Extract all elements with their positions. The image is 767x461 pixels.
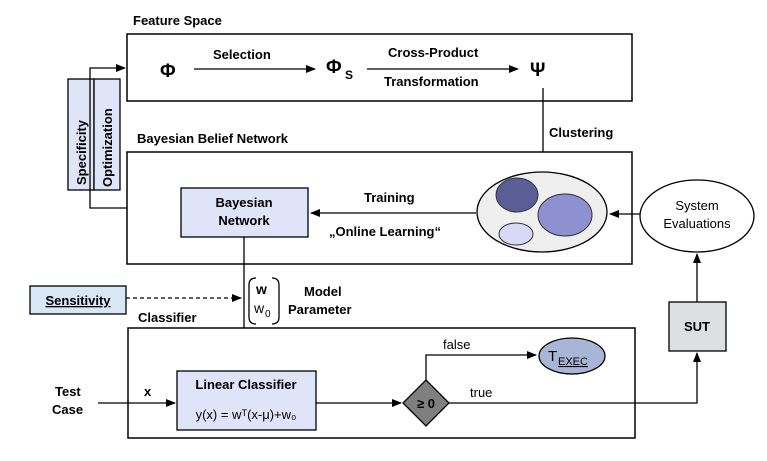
phi-symbol: Φ xyxy=(160,61,176,82)
bayesian-network-line1: Bayesian xyxy=(215,195,272,210)
linear-classifier-box xyxy=(176,370,317,431)
vector-bracket-right xyxy=(271,277,280,325)
bayesian-network-box xyxy=(180,187,309,238)
linear-classifier-formula: y(x) = wᵀ(x-μ)+w₀ xyxy=(196,407,297,422)
decision-label: ≥ 0 xyxy=(417,396,435,411)
vector-w0-subscript: 0 xyxy=(265,309,271,320)
false-label: false xyxy=(443,337,470,352)
texec-ellipse xyxy=(538,337,606,375)
optimization-loop-arrow xyxy=(89,64,127,209)
sensitivity-box xyxy=(29,285,127,315)
vector-w0: w xyxy=(253,300,265,316)
specificity-label: Specificity xyxy=(74,119,89,185)
feature-space-title: Feature Space xyxy=(133,13,222,28)
test-case-line2: Case xyxy=(52,402,83,417)
sut-box xyxy=(668,301,727,352)
test-case-line1: Test xyxy=(55,384,81,399)
optimization-box xyxy=(93,78,121,191)
model-label: Model xyxy=(304,284,342,299)
selection-label: Selection xyxy=(213,47,271,62)
online-learning-label: „Online Learning“ xyxy=(329,224,441,239)
cluster-dark xyxy=(495,177,539,213)
sensitivity-label: Sensitivity xyxy=(45,293,111,308)
texec-label: T xyxy=(548,348,557,365)
clustering-label: Clustering xyxy=(549,125,613,140)
phi-s-symbol: Φ xyxy=(326,57,342,78)
texec-subscript: EXEC xyxy=(558,356,588,368)
phi-s-subscript: S xyxy=(345,68,353,82)
true-arrow xyxy=(449,352,701,404)
feature-space-box xyxy=(126,33,633,102)
psi-symbol: Ψ xyxy=(530,60,545,81)
sut-label: SUT xyxy=(684,319,710,334)
cross-product-label: Cross-Product xyxy=(388,45,479,60)
training-label: Training xyxy=(364,190,415,205)
system-evaluations-ellipse xyxy=(639,179,755,253)
bbn-title: Bayesian Belief Network xyxy=(137,131,289,146)
vector-bracket-left xyxy=(248,277,257,325)
system-evaluations-line1: System xyxy=(675,198,718,213)
cluster-mid xyxy=(537,193,593,237)
parameter-label: Parameter xyxy=(288,302,352,317)
cluster-light xyxy=(498,222,534,246)
transformation-label: Transformation xyxy=(384,74,479,89)
false-arrow xyxy=(425,351,537,380)
true-label: true xyxy=(470,385,492,400)
system-evaluations-line2: Evaluations xyxy=(663,216,731,231)
optimization-label: Optimization xyxy=(100,108,115,187)
vector-w: w xyxy=(255,281,267,297)
decision-diamond xyxy=(402,379,450,427)
x-input-label: x xyxy=(144,384,152,399)
classifier-title: Classifier xyxy=(138,310,197,325)
bayesian-network-line2: Network xyxy=(218,213,270,228)
linear-classifier-title: Linear Classifier xyxy=(195,377,296,392)
